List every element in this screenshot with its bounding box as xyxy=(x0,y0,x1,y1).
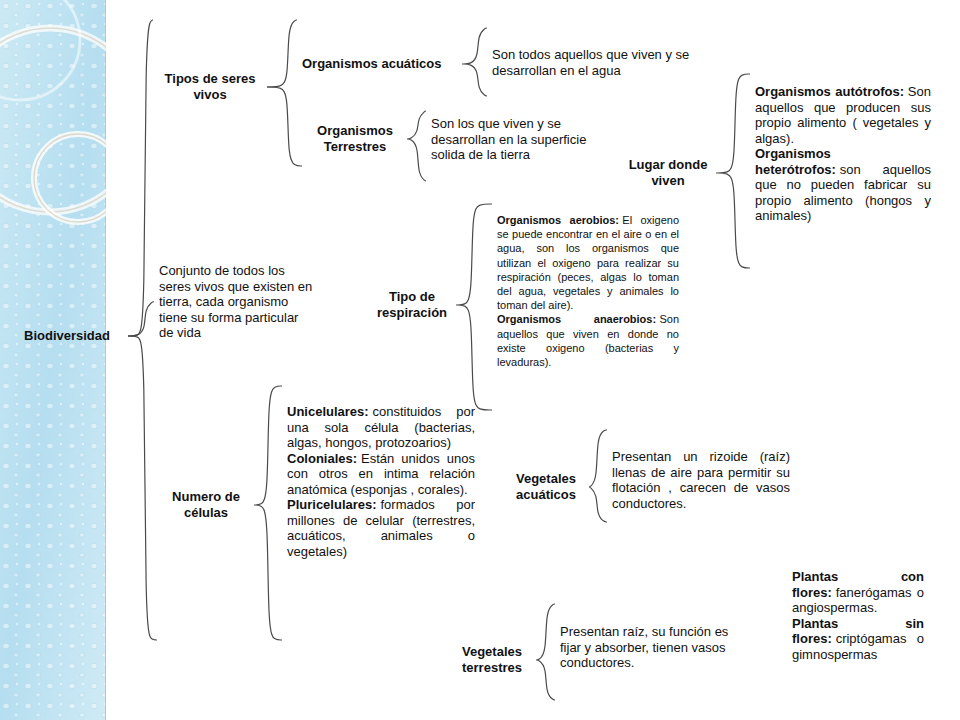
body-text: Conjunto de todos los seres vivos que ex… xyxy=(159,263,315,341)
bracket-connector xyxy=(128,302,154,336)
term-heading: Organismos anaerobios: xyxy=(497,313,656,325)
topic-label: Tipos de seres vivos xyxy=(155,70,265,104)
definition-paragraph: Organismos anaerobios:Son aquellos que v… xyxy=(497,312,679,369)
body-text: Presentan raíz, su función es fijar y ab… xyxy=(560,624,740,671)
description-text: Conjunto de todos los seres vivos que ex… xyxy=(157,262,317,342)
description-text: Presentan un rizoide (raíz) llenas de ai… xyxy=(610,448,792,512)
definition-paragraph: Plantas con flores:fanerógamas o angiosp… xyxy=(792,569,924,616)
description-text: Son todos aquellos que viven y se desarr… xyxy=(490,46,692,79)
drop-texture xyxy=(0,0,105,720)
decor-ring xyxy=(0,28,106,212)
topic-label: Organismos Terrestres xyxy=(305,122,405,156)
definition-paragraph: Plantas sin flores:criptógamas o gimnosp… xyxy=(792,616,924,663)
strip-ground xyxy=(0,0,105,720)
topic-label: Biodiversidad xyxy=(22,327,126,345)
definition-paragraph: Organismos heterótrofos:son aquellos que… xyxy=(755,146,931,224)
term-heading: Coloniales: xyxy=(287,451,357,466)
topic-text: Vegetales acuáticos xyxy=(507,471,585,503)
term-heading: Organismos heterótrofos: xyxy=(755,146,836,177)
term-body: El oxigeno se puede encontrar en el aire… xyxy=(497,214,679,311)
decor-ring xyxy=(0,28,106,212)
definition-block: Organismos autótrofos:Son aquellos que p… xyxy=(753,83,933,225)
bracket-connector xyxy=(589,430,607,522)
bracket-connector xyxy=(128,20,153,336)
topic-text: Vegetales terrestres xyxy=(452,644,532,676)
bracket-connector xyxy=(536,604,555,700)
bracket-connector xyxy=(267,20,297,87)
body-text: Presentan un rizoide (raíz) llenas de ai… xyxy=(612,449,790,511)
bracket-connector xyxy=(128,336,157,640)
topic-text: Organismos Terrestres xyxy=(307,123,403,155)
decor-ring xyxy=(0,0,80,100)
bracket-connector xyxy=(407,111,426,181)
topic-label: Numero de células xyxy=(160,488,252,522)
definition-paragraph: Organismos aerobios:El oxigeno se puede … xyxy=(497,213,679,312)
topic-label: Vegetales terrestres xyxy=(450,643,534,677)
bracket-connector xyxy=(456,204,492,410)
bracket-connector xyxy=(462,28,487,96)
decor-ring xyxy=(34,134,106,222)
decor-ring xyxy=(34,134,106,222)
topic-label: Lugar donde viven xyxy=(622,156,714,190)
strip-edge xyxy=(105,0,106,720)
topic-text: Biodiversidad xyxy=(24,328,124,344)
bracket-connector xyxy=(267,87,302,166)
topic-label: Tipo de respiración xyxy=(370,288,454,322)
side-strip xyxy=(0,0,106,720)
definition-paragraph: Pluricelulares:formados por millones de … xyxy=(287,497,475,559)
topic-text: Tipos de seres vivos xyxy=(157,71,263,103)
definition-block: Plantas con flores:fanerógamas o angiosp… xyxy=(790,568,926,663)
term-heading: Organismos aerobios: xyxy=(497,214,619,226)
definition-block: Unicelulares:constituidos por una sola c… xyxy=(285,403,477,560)
decor-rings xyxy=(0,0,106,222)
topic-text: Lugar donde viven xyxy=(624,157,712,189)
definition-block: Organismos aerobios:El oxigeno se puede … xyxy=(495,212,681,370)
topic-label: Organismos acuáticos xyxy=(300,55,460,73)
term-heading: Unicelulares: xyxy=(287,404,369,419)
definition-paragraph: Organismos autótrofos:Son aquellos que p… xyxy=(755,84,931,146)
body-text: Son los que viven y se desarrollan en la… xyxy=(431,116,609,163)
definition-paragraph: Unicelulares:constituidos por una sola c… xyxy=(287,404,475,451)
bracket-connector xyxy=(716,74,750,268)
term-heading: Pluricelulares: xyxy=(287,497,377,512)
topic-label: Vegetales acuáticos xyxy=(505,470,587,504)
bracket-connector xyxy=(254,386,282,640)
definition-paragraph: Coloniales:Están unidos unos con otros e… xyxy=(287,451,475,498)
topic-text: Organismos acuáticos xyxy=(302,56,458,72)
description-text: Son los que viven y se desarrollan en la… xyxy=(429,115,611,164)
topic-text: Tipo de respiración xyxy=(372,289,452,321)
term-heading: Organismos autótrofos: xyxy=(755,84,904,99)
body-text: Son todos aquellos que viven y se desarr… xyxy=(492,47,690,78)
description-text: Presentan raíz, su función es fijar y ab… xyxy=(558,623,742,672)
topic-text: Numero de células xyxy=(162,489,250,521)
